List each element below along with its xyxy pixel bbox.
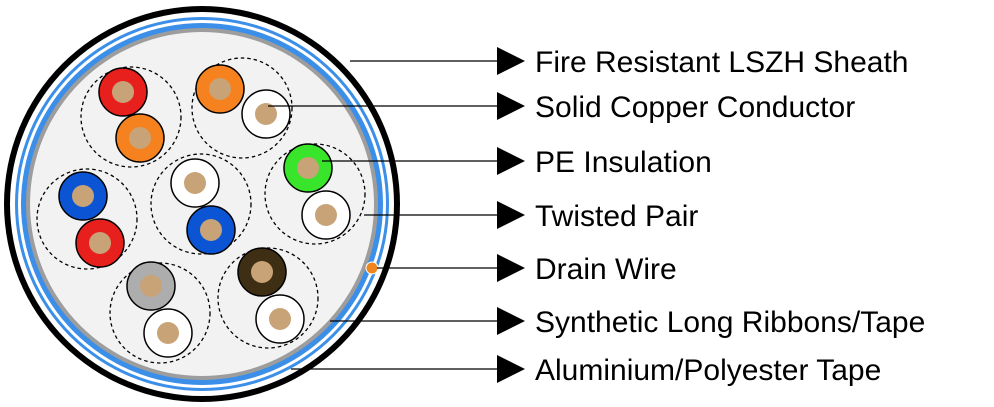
arrow-icon-insulation xyxy=(497,147,525,175)
arrow-icon-conductor xyxy=(497,92,525,120)
conductors xyxy=(58,64,351,358)
label-insulation: PE Insulation xyxy=(535,146,712,179)
label-conductor: Solid Copper Conductor xyxy=(535,91,855,124)
conductor-red-2 xyxy=(75,218,125,268)
arrow-icon-foil xyxy=(497,355,525,383)
arrow-icon-ribbons xyxy=(497,307,525,335)
pair-outline-blue-red xyxy=(36,168,138,270)
conductor-orange-1 xyxy=(115,113,165,163)
drain-wire xyxy=(365,261,379,275)
leader-lines xyxy=(268,60,500,370)
conductor-green xyxy=(283,143,333,193)
twisted-pair-outlines xyxy=(36,57,366,364)
label-drain-wire: Drain Wire xyxy=(535,253,677,286)
arrow-heads xyxy=(497,47,525,383)
conductor-grey xyxy=(126,261,176,311)
label-twisted-pair: Twisted Pair xyxy=(535,200,698,233)
conductor-orange-2 xyxy=(195,64,245,114)
arrow-icon-twisted-pair xyxy=(497,201,525,229)
conductor-blue-2 xyxy=(186,205,236,255)
conductor-brown xyxy=(237,247,287,297)
label-ribbons: Synthetic Long Ribbons/Tape xyxy=(535,306,925,339)
labels: Fire Resistant LSZH Sheath Solid Copper … xyxy=(535,46,925,387)
conductor-white-4 xyxy=(143,308,193,358)
conductor-white-1 xyxy=(241,89,291,139)
arrow-icon-drain-wire xyxy=(497,254,525,282)
pair-outline-red-orange xyxy=(80,66,182,168)
pair-outline-white-blue xyxy=(150,153,252,255)
label-foil: Aluminium/Polyester Tape xyxy=(535,354,881,387)
conductor-blue-1 xyxy=(58,171,108,221)
conductor-white-5 xyxy=(255,294,305,344)
pair-outline-orange-white xyxy=(191,57,293,159)
conductor-red-1 xyxy=(98,67,148,117)
label-sheath: Fire Resistant LSZH Sheath xyxy=(535,46,909,79)
arrow-icon-sheath xyxy=(497,47,525,75)
pair-outline-green-white xyxy=(264,143,366,245)
conductor-white-2 xyxy=(170,158,220,208)
conductor-white-3 xyxy=(301,190,351,240)
